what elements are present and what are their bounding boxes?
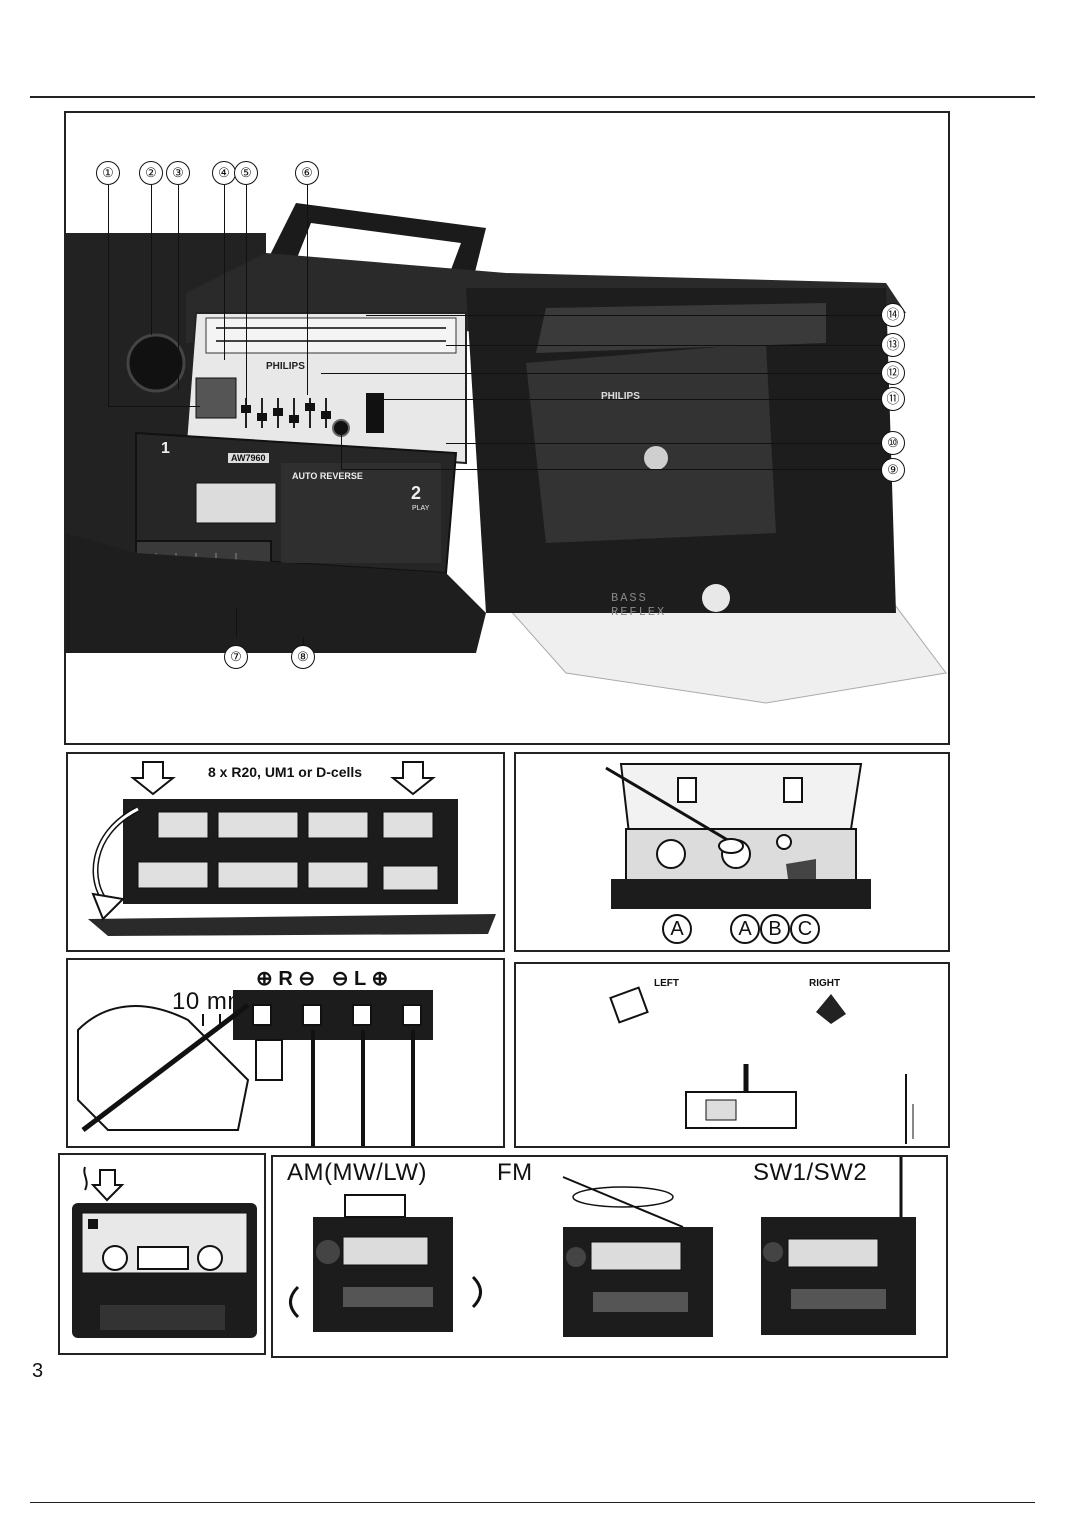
battery-illustration [88,761,496,936]
bottom-rule [30,1502,1035,1503]
label-a1: A [662,914,692,944]
callout-8: ⑧ [291,645,315,669]
head-cleaning-panel: A A B C [514,752,950,952]
callout-12: ⑫ [881,361,905,385]
leader-5 [246,185,247,405]
leader-9v [341,428,342,470]
leader-8 [303,637,304,647]
label-c: C [790,914,820,944]
deck1-model: AW7960 [228,453,269,463]
leader-4 [224,185,225,360]
deck2-number: 2 [411,483,422,503]
page-number: 3 [32,1360,44,1382]
cassette-tab-panel [58,1153,266,1355]
antenna-illustration [289,1157,916,1337]
leader-9 [341,469,881,470]
leader-1h [108,406,200,407]
speaker-placement-panel: LEFT RIGHT [514,962,950,1148]
leader-11 [378,399,881,400]
callout-7: ⑦ [224,645,248,669]
speaker-terminal-illustration [77,990,433,1146]
brand-front-label: PHILIPS [266,361,305,372]
callout-13: ⑬ [881,333,905,357]
deck2-label: AUTO REVERSE [292,471,363,481]
left-label: LEFT [654,978,679,989]
am-band-label: AM(MW/LW) [287,1159,428,1186]
battery-panel: 8 x R20, UM1 or D-cells [66,752,505,952]
callout-3: ③ [166,161,190,185]
callout-14: ⑭ [881,303,905,327]
callout-11: ⑪ [881,387,905,411]
speaker-wire-panel: ⊕ R ⊖ ⊖ L ⊕ 10 mm [66,958,505,1148]
callout-5: ⑤ [234,161,258,185]
leader-1 [108,185,109,407]
leader-13 [446,345,881,346]
battery-caption: 8 x R20, UM1 or D-cells [208,764,363,780]
sw-band-label: SW1/SW2 [753,1159,868,1186]
callout-4: ④ [212,161,236,185]
label-b: B [760,914,790,944]
callout-6: ⑥ [295,161,319,185]
brand-side-label: PHILIPS [601,391,640,402]
bass-reflex-label: BASS REFLEX [611,591,667,619]
right-label: RIGHT [809,978,841,989]
antenna-panel: AM(MW/LW) FM SW1/SW2 [271,1155,948,1358]
boombox-illustration [66,203,947,704]
leader-6 [307,185,308,395]
leader-7 [236,607,237,637]
callout-10: ⑩ [881,431,905,455]
leader-14 [366,315,881,316]
polarity-label: ⊕ R ⊖ ⊖ L ⊕ [256,968,389,990]
callout-1: ① [96,161,120,185]
deck2-sub: PLAY [412,505,430,512]
fm-band-label: FM [497,1159,533,1186]
placement-illustration [609,986,914,1144]
main-figure-panel: PHILIPS PHILIPS 1 AW7960 AUTO REVERSE 2 … [64,111,950,745]
callout-2: ② [139,161,163,185]
label-a2: A [730,914,760,944]
leader-3 [178,185,179,390]
leader-10 [446,443,881,444]
tape-head-illustration [605,763,871,909]
callout-9: ⑨ [881,458,905,482]
cassette-illustration [72,1166,257,1338]
deck1-number: 1 [161,440,170,457]
top-rule [30,96,1035,98]
leader-12 [321,373,881,374]
leader-2 [151,185,152,335]
